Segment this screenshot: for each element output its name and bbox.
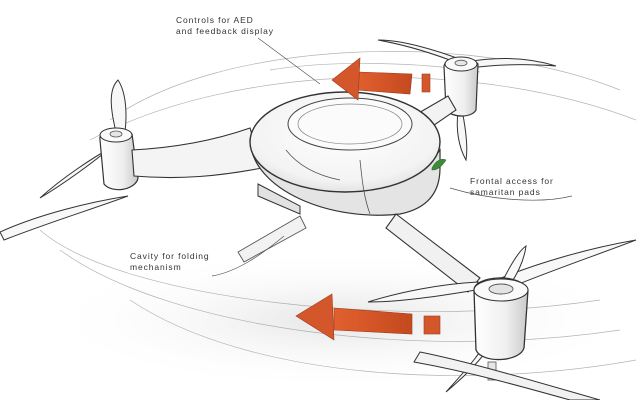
annotation-frontal-access-line2: samaritan pads	[470, 187, 541, 197]
annotation-aed-controls-line1: Controls for AED	[176, 15, 254, 25]
annotation-folding-cavity: Cavity for folding mechanism	[130, 251, 210, 273]
rotation-arrow-bottom-shaft	[333, 307, 413, 335]
annotation-folding-cavity-line2: mechanism	[130, 262, 182, 272]
propeller-rear-left	[39, 79, 127, 199]
annotation-aed-controls: Controls for AED and feedback display	[176, 15, 274, 37]
callout-leader-lines	[211, 37, 573, 277]
rotation-arrow-top-head	[331, 57, 361, 101]
motor-pod-rear-right	[443, 56, 479, 117]
arm-rear-left	[131, 127, 263, 179]
motor-pod-rear-left	[99, 127, 139, 191]
annotation-frontal-access-line1: Frontal access for	[470, 176, 554, 186]
rotation-arrow-bottom-tail	[423, 315, 441, 335]
rotation-arrow-bottom	[295, 293, 441, 341]
annotation-folding-cavity-line1: Cavity for folding	[130, 251, 210, 261]
underbody-housing	[257, 183, 301, 215]
rotation-arrow-bottom-head	[295, 293, 335, 341]
propeller-rear-right	[377, 39, 557, 162]
arm-front-left	[237, 215, 307, 263]
propeller-front-left-blade	[0, 195, 129, 241]
annotation-frontal-access: Frontal access for samaritan pads	[470, 176, 554, 198]
motor-pod-front-right	[473, 277, 529, 381]
landing-arc	[413, 351, 601, 400]
rotation-arrow-top	[331, 57, 431, 101]
aed-control-panel	[287, 97, 413, 151]
annotation-aed-controls-line2: and feedback display	[176, 26, 274, 36]
body-seams	[285, 149, 371, 215]
rotation-arrow-top-tail	[421, 73, 431, 93]
aed-control-panel-inner	[297, 103, 403, 145]
leaf-accent-icon	[431, 158, 447, 171]
rotation-arrow-top-shaft	[355, 71, 413, 95]
arm-front-right	[385, 213, 481, 293]
